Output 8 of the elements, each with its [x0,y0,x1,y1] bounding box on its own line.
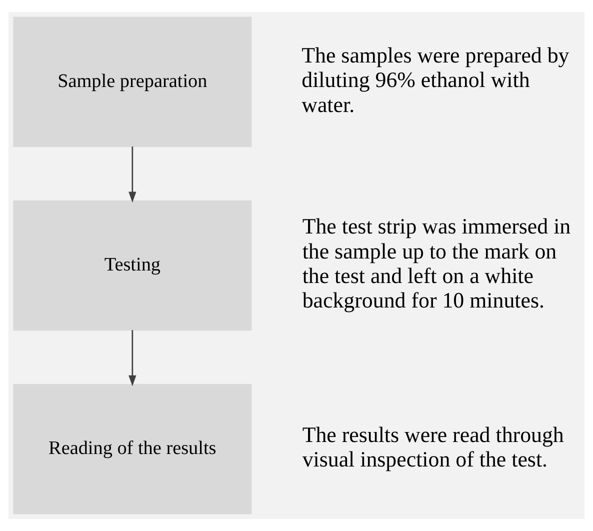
node-label: The test strip was immersed in the sample up to the mark on the test and left on a white background for 10 minutes. [302,214,571,313]
node-box: Testing [13,200,252,331]
node-label: The samples were prepared by diluting 96% ethanol with water. [302,42,570,117]
node-box: Reading of the results [13,384,252,514]
arrow [128,146,136,203]
node-label: The results were read through visual inspection of the test. [302,422,564,472]
arrow [128,330,136,386]
node-box: Sample preparation [13,16,252,147]
